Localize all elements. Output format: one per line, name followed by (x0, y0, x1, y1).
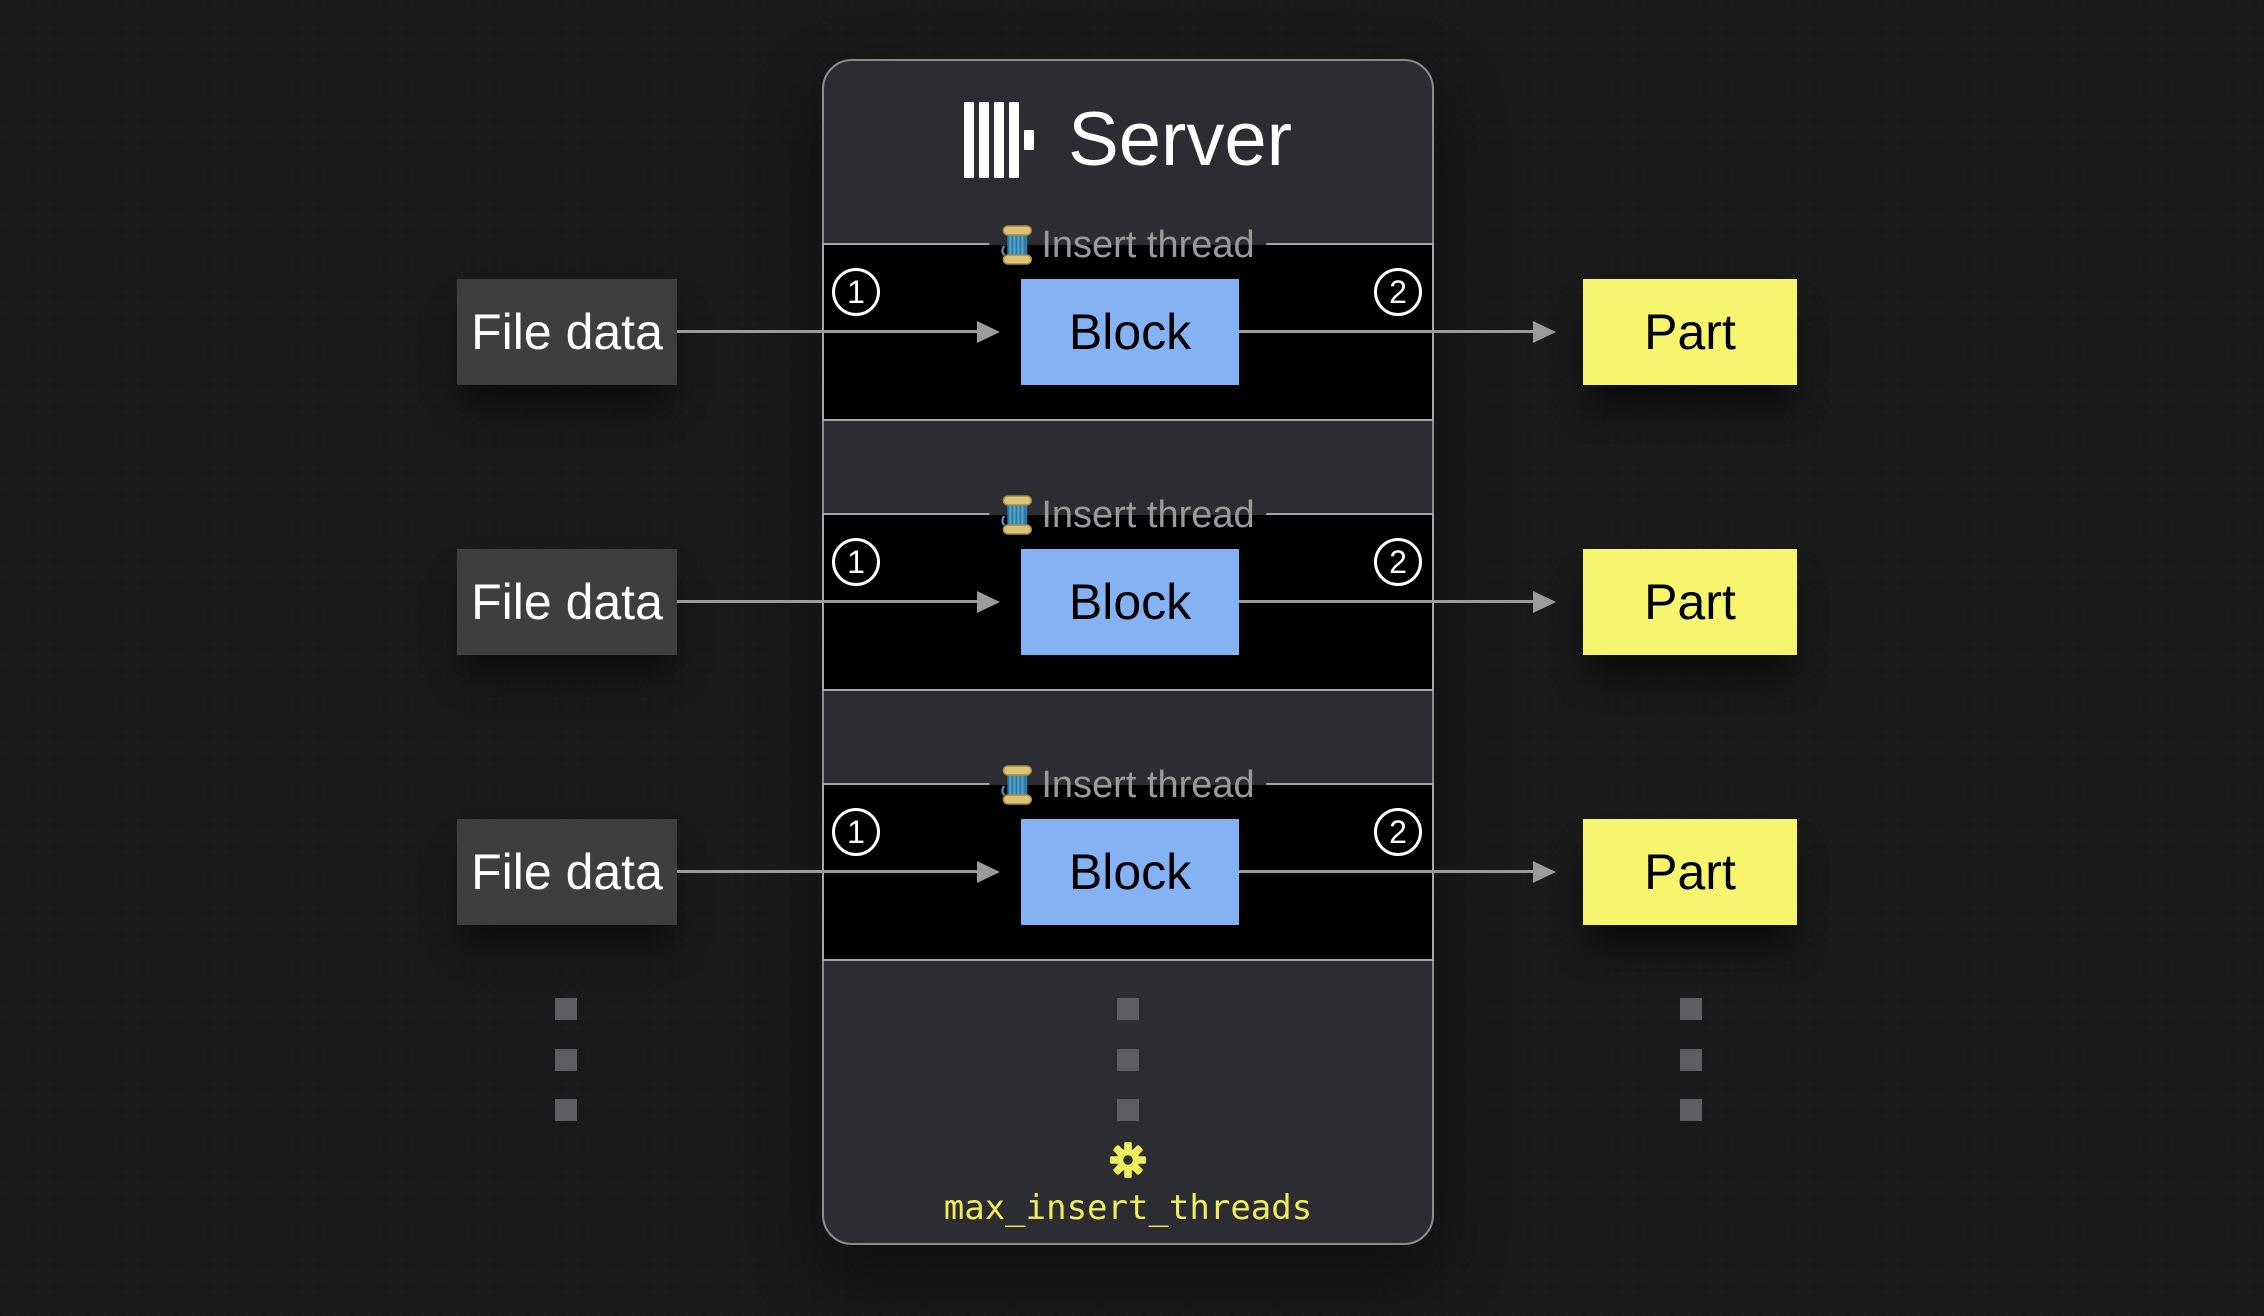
thread-spool-icon (1001, 765, 1033, 805)
block-box: Block (1021, 279, 1239, 385)
step-2-badge: 2 (1374, 268, 1422, 316)
arrow-block-to-part (1239, 330, 1533, 333)
arrow-head-icon (977, 321, 1000, 343)
ellipsis-dot (1117, 1099, 1139, 1121)
ellipsis-dot (555, 998, 577, 1020)
max-insert-threads-label: max_insert_threads (943, 1188, 1313, 1228)
block-box: Block (1021, 549, 1239, 655)
arrow-file-to-block (677, 330, 977, 333)
thread-spool-icon (1001, 495, 1033, 535)
step-2-badge: 2 (1374, 538, 1422, 586)
insert-thread-label: Insert thread (1041, 224, 1255, 266)
step-1-badge: 1 (832, 268, 880, 316)
arrow-head-icon (1533, 861, 1556, 883)
ellipsis-dot (1117, 998, 1139, 1020)
insert-thread-legend: Insert thread (989, 491, 1267, 539)
arrow-head-icon (1533, 591, 1556, 613)
server-title: Server (1068, 97, 1292, 182)
ellipsis-dot (555, 1099, 577, 1121)
ellipsis-dot (555, 1049, 577, 1071)
insert-thread-band: Insert thread (822, 221, 1434, 421)
block-box: Block (1021, 819, 1239, 925)
arrow-head-icon (977, 861, 1000, 883)
part-box: Part (1583, 819, 1797, 925)
step-1-badge: 1 (832, 808, 880, 856)
clickhouse-bars-icon (964, 102, 1035, 178)
ellipsis-dot (1117, 1049, 1139, 1071)
insert-thread-label: Insert thread (1041, 764, 1255, 806)
ellipsis-dot (1680, 1049, 1702, 1071)
insert-thread-legend: Insert thread (989, 761, 1267, 809)
ellipsis-dot (1680, 1099, 1702, 1121)
insert-thread-legend: Insert thread (989, 221, 1267, 269)
arrow-head-icon (1533, 321, 1556, 343)
arrow-file-to-block (677, 600, 977, 603)
file-data-box: File data (457, 279, 677, 385)
server-header: Server (822, 92, 1434, 188)
arrow-file-to-block (677, 870, 977, 873)
gear-icon (1109, 1141, 1147, 1179)
insert-thread-label: Insert thread (1041, 494, 1255, 536)
part-box: Part (1583, 279, 1797, 385)
file-data-box: File data (457, 549, 677, 655)
part-box: Part (1583, 549, 1797, 655)
ellipsis-dot (1680, 998, 1702, 1020)
file-data-box: File data (457, 819, 677, 925)
step-2-badge: 2 (1374, 808, 1422, 856)
arrow-block-to-part (1239, 600, 1533, 603)
thread-spool-icon (1001, 225, 1033, 265)
step-1-badge: 1 (832, 538, 880, 586)
arrow-block-to-part (1239, 870, 1533, 873)
arrow-head-icon (977, 591, 1000, 613)
